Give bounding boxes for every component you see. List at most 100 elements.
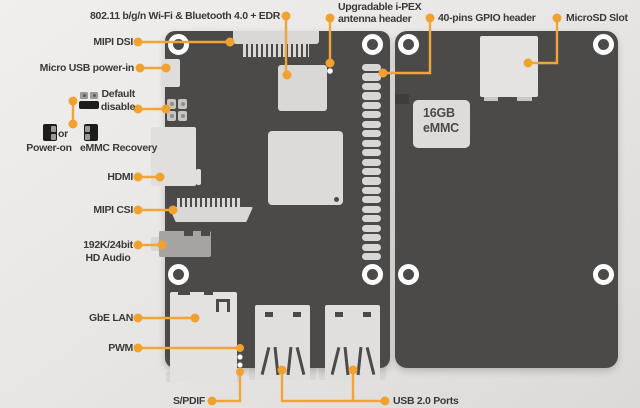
emmc-chip-line1: 16GB (423, 106, 455, 120)
callout-dot (133, 240, 143, 250)
gpio-pin (362, 111, 381, 119)
callout-dot (155, 172, 165, 182)
callout-dot (277, 365, 287, 375)
label-usb: USB 2.0 Ports (393, 395, 459, 407)
jumper-block (167, 99, 188, 122)
callout-dot (325, 13, 335, 23)
emmc-chip (413, 100, 470, 148)
gpio-pin (362, 158, 381, 166)
gpio-pin (362, 64, 381, 72)
gpio-pin (362, 215, 381, 223)
label-or: or (58, 128, 68, 140)
power-on-jumper-icon (43, 124, 57, 141)
label-mipi-csi: MIPI CSI (93, 204, 133, 216)
mounting-hole (592, 33, 614, 55)
callout-dot (161, 104, 171, 114)
callout-dot (133, 313, 143, 323)
gpio-pin (362, 196, 381, 204)
label-default-disable: Default disable (75, 88, 135, 114)
leader-line-gpio (383, 18, 432, 75)
soc-pin1-dot (334, 197, 339, 202)
label-default-disable-line2: disable (100, 101, 135, 113)
callout-dot (190, 313, 200, 323)
callout-dot (282, 70, 292, 80)
ipex-antenna-connector (327, 68, 333, 74)
audio-jack-notch (184, 229, 193, 236)
label-gpio: 40-pins GPIO header (438, 12, 536, 24)
pin-dot (237, 362, 243, 368)
label-pwm: PWM (108, 342, 133, 354)
emmc-socket-notch (395, 94, 409, 104)
callout-dot (133, 343, 143, 353)
callout-dot (133, 205, 143, 215)
hdmi-connector-tab (196, 169, 201, 185)
microsd-slot-tab (517, 97, 532, 101)
callout-dot (207, 396, 217, 406)
callout-dot (523, 58, 533, 68)
callout-dot (281, 11, 291, 21)
label-ipex-line1: Upgradable i-PEX (338, 1, 422, 13)
callout-dot (425, 13, 435, 23)
label-micro-usb: Micro USB power-in (39, 62, 135, 74)
mipi-csi-connector (169, 207, 253, 222)
callout-dot (225, 37, 235, 47)
callout-dot (378, 68, 388, 78)
callout-dot (68, 96, 78, 106)
leader-line-spdif (212, 372, 242, 403)
callout-dot (133, 172, 143, 182)
callout-dot (133, 104, 143, 114)
mounting-hole (361, 33, 383, 55)
mipi-dsi-connector-teeth (243, 44, 309, 57)
callout-dot (161, 63, 171, 73)
pin-dot (237, 354, 243, 360)
callout-dot (68, 119, 78, 129)
gpio-pin (362, 205, 381, 213)
gpio-pin (362, 186, 381, 195)
mipi-csi-connector-teeth (177, 198, 242, 208)
leader-line-microsd (528, 18, 559, 65)
microsd-slot-tab (484, 97, 498, 101)
mounting-hole (167, 33, 189, 55)
label-hd-audio-line2: HD Audio (85, 252, 131, 264)
emmc-recovery-jumper-icon (84, 124, 98, 141)
ethernet-port (170, 292, 237, 382)
default-disable-jumper-icon (79, 92, 99, 109)
callout-dot (380, 396, 390, 406)
gpio-pin (362, 92, 381, 100)
ethernet-port-tick (178, 291, 190, 295)
emmc-chip-label: 16GB eMMC (423, 106, 459, 136)
ethernet-port-tick (204, 291, 213, 295)
label-hd-audio: 192K/24bit HD Audio (70, 239, 146, 265)
gpio-pin (362, 253, 381, 261)
label-wifi: 802.11 b/g/n Wi-Fi & Bluetooth 4.0 + EDR (90, 10, 281, 22)
gpio-pin (362, 120, 381, 128)
callout-dot (135, 63, 145, 73)
label-ipex-line2: antenna header (338, 13, 412, 25)
gpio-pin (362, 167, 381, 176)
label-power-on: Power-on (26, 142, 72, 154)
label-microsd: MicroSD Slot (566, 12, 628, 24)
label-hdmi: HDMI (107, 171, 133, 183)
gpio-pin (362, 149, 381, 157)
label-spdif: S/PDIF (172, 395, 205, 407)
gpio-pin (362, 73, 381, 81)
mounting-hole (592, 263, 614, 285)
audio-jack-notch (201, 229, 210, 236)
gpio-pin (362, 224, 381, 232)
label-emmc-recovery: eMMC Recovery (80, 142, 158, 154)
callout-dot (325, 58, 335, 68)
mipi-dsi-connector (233, 31, 319, 44)
mounting-hole (167, 263, 189, 285)
label-ipex: Upgradable i-PEX antenna header (338, 1, 422, 25)
gpio-pin (362, 177, 381, 185)
mounting-hole (397, 33, 419, 55)
ethernet-clip-cutout (216, 299, 230, 312)
label-mipi-dsi: MIPI DSI (93, 36, 133, 48)
soc-chip (268, 131, 343, 205)
label-default-disable-line1: Default (101, 88, 136, 100)
callout-dot (133, 37, 143, 47)
leader-line-usb (280, 370, 385, 403)
callout-dot (552, 13, 562, 23)
